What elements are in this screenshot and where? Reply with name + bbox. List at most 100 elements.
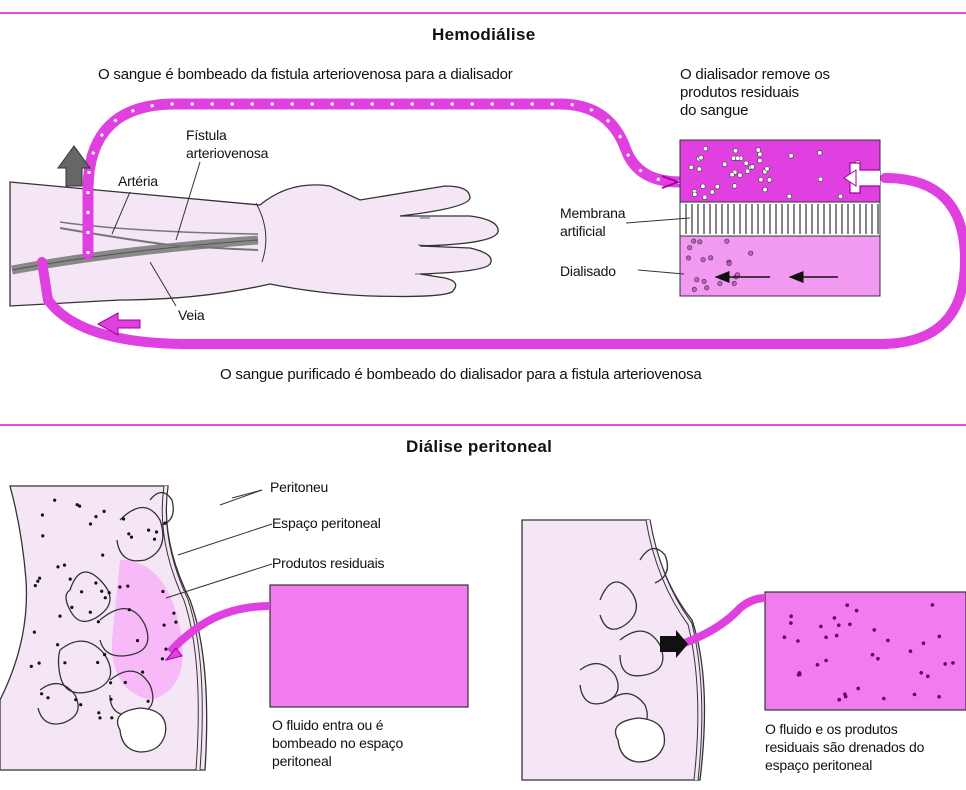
waste-particle (699, 155, 704, 160)
caption-fluid-in-1: O fluido entra ou é (272, 716, 383, 734)
waste-particle (758, 152, 763, 157)
waste-particle (136, 639, 139, 642)
waste-particle (38, 662, 41, 665)
waste-particle (848, 623, 852, 627)
waste-particle (817, 151, 822, 156)
waste-particle (697, 167, 702, 172)
waste-particle (98, 716, 101, 719)
waste-particle (818, 177, 823, 182)
waste-particle (161, 590, 164, 593)
waste-particle (40, 692, 43, 695)
waste-particle (164, 648, 167, 651)
waste-particle (787, 194, 792, 199)
waste-particle (74, 698, 77, 701)
waste-particle (69, 578, 72, 581)
waste-particle (835, 634, 839, 638)
waste-particle (695, 278, 699, 282)
waste-particle (172, 612, 175, 615)
waste-particle (951, 661, 955, 665)
label-waste-products: Produtos residuais (272, 554, 384, 572)
waste-particle (141, 671, 144, 674)
waste-particle (727, 261, 731, 265)
waste-particle (96, 661, 99, 664)
waste-particle (126, 585, 129, 588)
waste-particle (118, 585, 121, 588)
waste-particle (689, 165, 694, 170)
waste-particle (103, 510, 106, 513)
waste-particle (744, 161, 749, 166)
waste-particle (731, 156, 736, 161)
waste-particle (127, 532, 130, 535)
waste-particle (692, 287, 696, 291)
fluid-bag-in (270, 585, 468, 707)
waste-particle (732, 184, 737, 189)
waste-particle (78, 505, 81, 508)
waste-particle (789, 621, 793, 625)
top-divider (0, 12, 966, 14)
waste-particle (103, 653, 106, 656)
waste-particle (124, 681, 127, 684)
waste-particle (824, 659, 828, 663)
label-dialyzer-removes-3: do sangue (680, 102, 748, 120)
waste-particle (937, 695, 941, 699)
waste-particle (46, 696, 49, 699)
waste-particle (730, 172, 735, 177)
waste-particle (702, 279, 706, 283)
waste-particle (30, 665, 33, 668)
waste-particle (725, 239, 729, 243)
caption-fluid-in-3: peritoneal (272, 752, 332, 770)
waste-particle (926, 675, 930, 679)
label-vein: Veia (178, 306, 204, 324)
waste-particle (837, 623, 841, 627)
waste-particle (855, 609, 859, 613)
waste-particle (153, 538, 156, 541)
waste-particle (104, 596, 107, 599)
waste-particle (56, 643, 59, 646)
waste-particle (798, 671, 802, 675)
waste-particle (89, 522, 92, 525)
waste-particle (710, 190, 715, 195)
label-dialyzer-removes-2: produtos residuais (680, 84, 799, 102)
waste-particle (703, 146, 708, 151)
waste-particle (174, 621, 177, 624)
waste-particle (41, 513, 44, 516)
waste-particle (147, 529, 150, 532)
waste-particle (819, 625, 823, 629)
waste-particle (161, 657, 164, 660)
waste-particle (722, 162, 727, 167)
waste-particle (53, 499, 56, 502)
waste-particle (155, 530, 158, 533)
fluid-bag-out (765, 592, 966, 710)
waste-particle (919, 671, 923, 675)
waste-particle (701, 258, 705, 262)
dialyzer (680, 140, 880, 296)
waste-particle (686, 256, 690, 260)
waste-particle (70, 606, 73, 609)
waste-particle (100, 590, 103, 593)
caption-fluid-out-3: espaço peritoneal (765, 756, 872, 774)
hemodialysis-title: Hemodiálise (432, 26, 535, 44)
waste-particle (922, 641, 926, 645)
waste-particle (816, 663, 820, 667)
waste-particle (709, 256, 713, 260)
waste-particle (833, 616, 837, 620)
waste-particle (79, 703, 82, 706)
waste-particle (715, 184, 720, 189)
label-pump-to-dialyzer: O sangue é bombeado da fistula arteriove… (98, 66, 513, 84)
waste-particle (108, 591, 111, 594)
waste-particle (110, 716, 113, 719)
waste-particle (796, 639, 800, 643)
waste-particle (33, 631, 36, 634)
waste-particle (89, 611, 92, 614)
waste-particle (789, 154, 794, 159)
waste-particle (763, 187, 768, 192)
label-peritoneum: Peritoneu (270, 478, 328, 496)
waste-particle (876, 657, 880, 661)
waste-particle (758, 158, 763, 163)
waste-particle (871, 653, 875, 657)
caption-fluid-out-1: O fluido e os produtos (765, 720, 898, 738)
section-divider (0, 424, 966, 426)
tube-out (682, 598, 765, 644)
